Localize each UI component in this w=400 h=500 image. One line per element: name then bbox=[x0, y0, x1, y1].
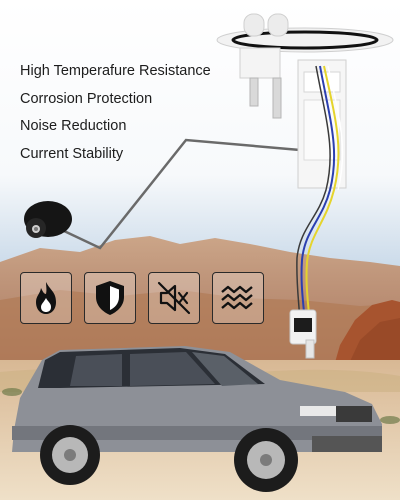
wheel bbox=[40, 425, 100, 485]
feature-corrosion: Corrosion Protection bbox=[20, 90, 153, 107]
wave-icon bbox=[212, 272, 264, 324]
feature-icon-row bbox=[20, 272, 264, 324]
wheel bbox=[234, 428, 298, 492]
flame-icon bbox=[20, 272, 72, 324]
feature-current: Current Stability bbox=[20, 145, 124, 162]
speaker-mute-icon bbox=[148, 272, 200, 324]
feature-high-temp: High Temperafure Resistance bbox=[20, 63, 211, 79]
shield-icon bbox=[84, 272, 136, 324]
feature-noise: Noise Reduction bbox=[20, 118, 127, 134]
feature-list: High Temperafure Resistance Corrosion Pr… bbox=[20, 58, 211, 168]
float-cylinder bbox=[24, 201, 72, 238]
